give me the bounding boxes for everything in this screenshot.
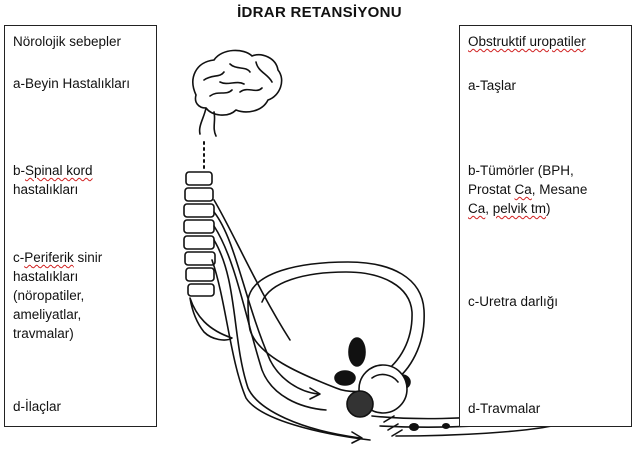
obstructive-item-c: c-Uretra darlığı <box>468 294 559 309</box>
obstructive-item-a: a-Taşlar <box>468 78 517 93</box>
brain-icon <box>192 49 283 137</box>
obstructive-causes-box: Obstruktif uropatiler a-Taşlar b-Tümörle… <box>459 25 632 427</box>
neuro-heading: Nörolojik sebepler <box>13 34 122 49</box>
neuro-item-a: a-Beyin Hastalıkları <box>13 76 131 91</box>
obstructive-heading: Obstruktif uropatiler <box>468 34 586 49</box>
obstructive-item-b: b-Tümörler (BPH, Prostat Ca, Mesane Ca, … <box>468 163 588 216</box>
neuro-item-d: d-İlaçlar <box>13 399 62 414</box>
obstructive-item-d: d-Travmalar <box>468 401 541 416</box>
neuro-item-b: b-Spinal kord hastalıkları <box>13 163 93 197</box>
neuro-item-c: c-Periferik sinir hastalıkları (nöropati… <box>13 250 103 341</box>
neurological-causes-box: Nörolojik sebepler a-Beyin Hastalıkları … <box>4 25 157 427</box>
spine-icon <box>183 171 233 341</box>
diagram-title: İDRAR RETANSİYONU <box>237 4 402 21</box>
